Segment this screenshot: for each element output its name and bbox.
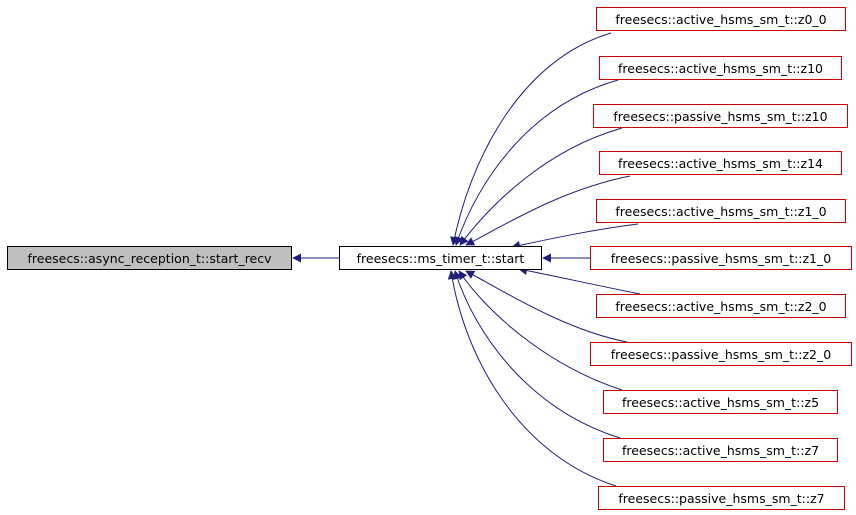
node-active-z2-0[interactable]: freesecs::active_hsms_sm_t::z2_0: [596, 294, 846, 318]
edge-active-z2-0-to-timer: [518, 266, 641, 295]
edge-passive-z10-to-timer: [459, 127, 623, 246]
node-start-recv[interactable]: freesecs::async_reception_t::start_recv: [7, 246, 292, 270]
node-active-z7[interactable]: freesecs::active_hsms_sm_t::z7: [603, 438, 838, 462]
node-active-z5[interactable]: freesecs::active_hsms_sm_t::z5: [603, 390, 838, 414]
node-active-z1-0[interactable]: freesecs::active_hsms_sm_t::z1_0: [596, 199, 846, 223]
edge-passive-z7-to-timer: [447, 270, 617, 487]
edge-active-z10-to-timer: [454, 79, 619, 246]
edge-active-z5-to-timer: [458, 270, 623, 391]
edge-active-z0-0-to-timer: [450, 32, 612, 246]
edge-active-z7-to-timer: [453, 270, 621, 439]
node-passive-z2-0[interactable]: freesecs::passive_hsms_sm_t::z2_0: [590, 342, 852, 366]
edge-active-z1-0-to-timer: [511, 223, 639, 250]
node-active-z10[interactable]: freesecs::active_hsms_sm_t::z10: [599, 56, 842, 80]
node-passive-z10[interactable]: freesecs::passive_hsms_sm_t::z10: [593, 104, 848, 128]
node-active-z0-0[interactable]: freesecs::active_hsms_sm_t::z0_0: [596, 7, 846, 31]
node-active-z14[interactable]: freesecs::active_hsms_sm_t::z14: [599, 151, 842, 175]
node-ms-timer-start[interactable]: freesecs::ms_timer_t::start: [339, 246, 542, 270]
edge-active-z14-to-timer: [465, 175, 631, 246]
edge-passive-z2-0-to-timer: [465, 270, 628, 343]
node-passive-z7[interactable]: freesecs::passive_hsms_sm_t::z7: [598, 486, 845, 510]
node-passive-z1-0[interactable]: freesecs::passive_hsms_sm_t::z1_0: [590, 246, 852, 270]
